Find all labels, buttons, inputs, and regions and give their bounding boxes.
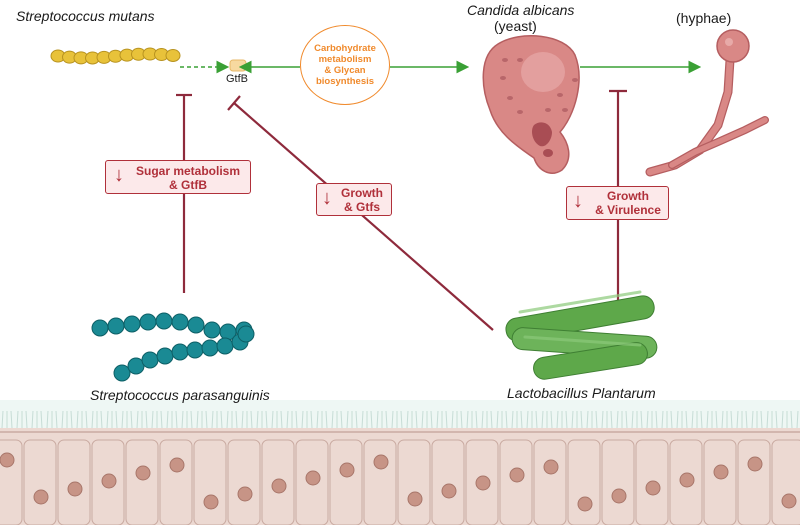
sugar-metabolism-box: ↓ Sugar metabolism & GtfB <box>105 160 251 194</box>
lactobacillus-inhibit-gtf-line <box>233 102 494 331</box>
down-arrow-icon: ↓ <box>114 164 124 186</box>
epithelium-layer <box>0 400 800 525</box>
cilia <box>1 410 799 429</box>
circle-line-3: & Glycan <box>324 65 366 76</box>
carbohydrate-metabolism-circle: Carbohydrate metabolism & Glycan biosynt… <box>300 25 390 105</box>
down-arrow-icon: ↓ <box>573 190 583 212</box>
circle-line-2: metabolism <box>318 54 372 65</box>
c-albicans-label: Candida albicans <box>467 2 575 18</box>
growth-virulence-box: ↓ Growth & Virulence <box>566 186 669 220</box>
gtfb-label: GtfB <box>226 73 249 85</box>
s-parasanguinis-label: Streptococcus parasanguinis <box>90 387 270 403</box>
growth-gtfs-line-2: & Gtfs <box>344 200 380 214</box>
hyphae-label: (hyphae) <box>676 10 732 26</box>
inhibition-lines <box>176 89 627 331</box>
growth-gtfs-line-1: Growth <box>341 186 383 200</box>
s-parasanguinis-chain <box>91 312 255 382</box>
down-arrow-icon: ↓ <box>322 187 332 209</box>
growth-virulence-line-2: & Virulence <box>595 203 661 217</box>
yeast-label: (yeast) <box>494 18 537 34</box>
growth-virulence-line-1: Growth <box>607 189 649 203</box>
circle-line-4: biosynthesis <box>315 76 375 87</box>
circle-line-1: Carbohydrate <box>314 43 376 54</box>
s-mutans-chain <box>50 47 181 65</box>
epithelial-cells <box>0 431 800 525</box>
sugar-box-line-2: & GtfB <box>169 178 207 192</box>
lactobacillus-rods <box>505 290 658 380</box>
growth-gtfs-box: ↓ Growth & Gtfs <box>316 183 392 216</box>
s-mutans-label: Streptococcus mutans <box>16 8 155 24</box>
candida-yeast <box>482 35 580 174</box>
candida-organelles <box>500 58 578 114</box>
candida-hyphae <box>645 29 769 177</box>
gtfb-enzyme-icon <box>229 59 247 72</box>
l-plantarum-label: Lactobacillus Plantarum <box>507 385 656 401</box>
sugar-box-line-1: Sugar metabolism <box>135 164 241 178</box>
